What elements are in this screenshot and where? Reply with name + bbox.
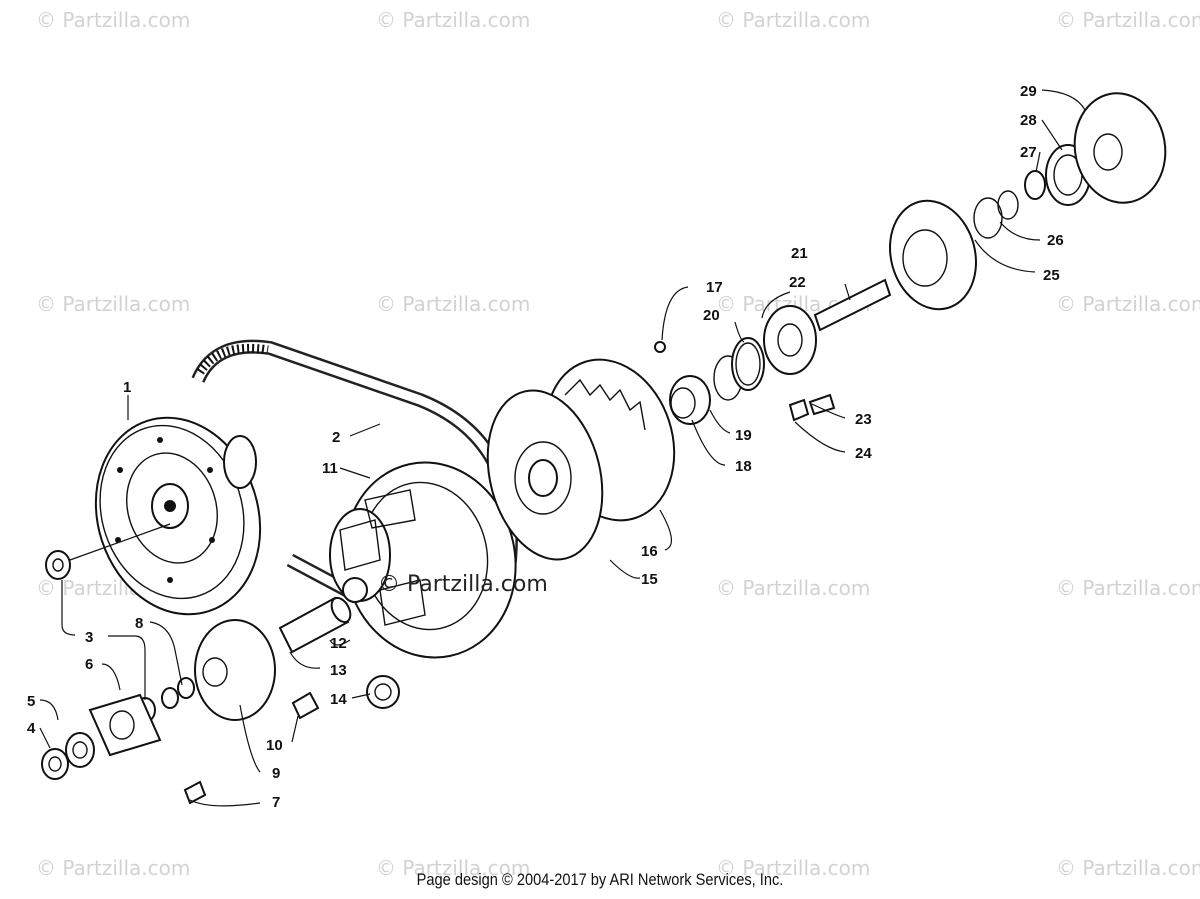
callout-7: 7 <box>272 794 280 811</box>
watermark: © Partzilla.com <box>36 292 191 316</box>
callout-19: 19 <box>735 427 752 444</box>
watermark: © Partzilla.com <box>716 8 871 32</box>
callout-16: 16 <box>641 543 658 560</box>
part-washers-and-bearings <box>41 550 400 805</box>
callout-9: 9 <box>272 765 280 782</box>
callout-20: 20 <box>703 307 720 324</box>
part-driven-clutch <box>486 358 676 561</box>
part-driven-sheave <box>329 461 517 659</box>
callout-1: 1 <box>123 379 131 396</box>
part-drive-clutch <box>94 416 262 616</box>
watermark: © Partzilla.com <box>1056 292 1200 316</box>
watermark: © Partzilla.com <box>716 856 871 880</box>
callout-2: 2 <box>332 429 340 446</box>
callouts: 1 2 3 4 5 6 7 8 9 10 11 12 13 14 15 16 1… <box>27 83 1064 811</box>
watermark: © Partzilla.com <box>36 8 191 32</box>
callout-29: 29 <box>1020 83 1037 100</box>
footer-credit: Page design © 2004-2017 by ARI Network S… <box>416 870 784 889</box>
callout-8: 8 <box>135 615 143 632</box>
callout-14: 14 <box>330 691 347 708</box>
callout-22: 22 <box>789 274 806 291</box>
callout-6: 6 <box>85 656 93 673</box>
callout-5: 5 <box>27 693 35 710</box>
watermark: © Partzilla.com <box>376 292 531 316</box>
watermark: © Partzilla.com <box>1056 576 1200 600</box>
part-brake-assembly <box>889 92 1167 311</box>
callout-11: 11 <box>322 460 338 477</box>
callout-27: 27 <box>1020 144 1037 161</box>
callout-10: 10 <box>266 737 283 754</box>
callout-12: 12 <box>330 635 347 652</box>
callout-23: 23 <box>855 411 872 428</box>
callout-17: 17 <box>706 279 723 296</box>
watermark: © Partzilla.com <box>1056 8 1200 32</box>
watermark: © Partzilla.com <box>36 856 191 880</box>
callout-25: 25 <box>1043 267 1060 284</box>
callout-15: 15 <box>641 571 658 588</box>
watermark: © Partzilla.com <box>1056 856 1200 880</box>
callout-21: 21 <box>791 245 808 262</box>
callout-4: 4 <box>27 720 36 737</box>
watermark: © Partzilla.com <box>376 856 531 880</box>
part-sleeve <box>278 596 352 654</box>
callout-13: 13 <box>330 662 347 679</box>
watermark: © Partzilla.com <box>376 8 531 32</box>
callout-18: 18 <box>735 458 752 475</box>
callout-28: 28 <box>1020 112 1037 129</box>
callout-26: 26 <box>1047 232 1064 249</box>
center-watermark: © Partzilla.com <box>378 572 548 597</box>
part-shaft-assembly <box>654 278 892 425</box>
leader-lines <box>39 89 1086 807</box>
callout-24: 24 <box>855 445 872 462</box>
watermark: © Partzilla.com <box>716 576 871 600</box>
callout-3: 3 <box>85 629 93 646</box>
